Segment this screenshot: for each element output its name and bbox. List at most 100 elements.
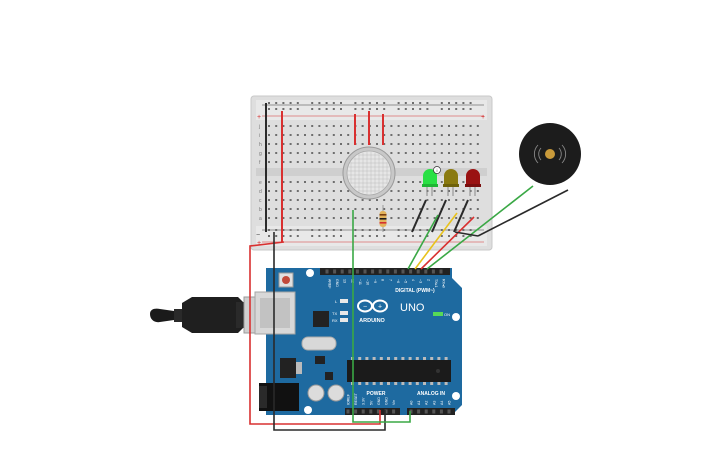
breadboard-hole (361, 143, 364, 145)
wire-buzzer-ground[interactable] (477, 189, 569, 237)
gas-sensor-mesh-pattern (348, 152, 390, 194)
header-socket[interactable] (417, 409, 421, 414)
rail-hole (462, 235, 465, 237)
breadboard-hole (311, 152, 314, 154)
header-socket[interactable] (416, 269, 420, 274)
rail-hole (448, 235, 450, 237)
header-socket[interactable] (431, 269, 435, 274)
chip-pin (430, 357, 434, 360)
wire-led-yellow[interactable] (414, 212, 458, 270)
breadboard-hole (397, 199, 400, 201)
header-socket[interactable] (401, 269, 405, 274)
header-socket[interactable] (439, 409, 443, 414)
wire-5v[interactable] (249, 241, 381, 425)
wire-led-green[interactable] (407, 214, 439, 270)
led-green[interactable]: i (422, 166, 441, 197)
breadboard-hole (289, 208, 292, 210)
breadboard-hole (282, 190, 285, 192)
wire-ground-bus[interactable] (454, 231, 479, 237)
led-red-base (465, 184, 481, 187)
rail-hole (440, 108, 443, 110)
header-socket[interactable] (371, 269, 375, 274)
header-socket[interactable] (392, 409, 396, 414)
rail-hole (340, 229, 342, 231)
header-socket[interactable] (376, 409, 380, 414)
rail-hole (455, 108, 458, 110)
gas-sensor[interactable] (342, 146, 396, 200)
resistor-band (379, 222, 387, 224)
header-socket[interactable] (361, 409, 365, 414)
wire-led-red[interactable] (420, 216, 475, 270)
resistor-band (379, 218, 387, 220)
analog-pin-label: A3 (432, 401, 436, 405)
resistor[interactable] (379, 205, 387, 232)
breadboard-hole (289, 181, 292, 183)
rail-hole (469, 102, 472, 104)
header-socket[interactable] (348, 269, 352, 274)
breadboard-hole (296, 217, 299, 219)
rail-hole (289, 235, 292, 237)
header-socket[interactable] (409, 409, 413, 414)
led-yellow[interactable] (443, 169, 459, 196)
breadboard-hole (390, 143, 393, 145)
header-socket[interactable] (439, 269, 443, 274)
header-socket[interactable] (378, 269, 382, 274)
header-socket[interactable] (409, 269, 413, 274)
header-socket[interactable] (325, 269, 329, 274)
header-socket[interactable] (432, 409, 436, 414)
breadboard-hole (275, 217, 278, 219)
header-socket[interactable] (346, 409, 350, 414)
breadboard-hole (390, 152, 393, 154)
header-socket[interactable] (424, 269, 428, 274)
info-icon[interactable] (433, 166, 441, 174)
breadboard-hole (289, 199, 292, 201)
breadboard-hole (347, 199, 350, 201)
wire-gnd[interactable] (273, 232, 386, 431)
led-red[interactable] (465, 169, 481, 196)
breadboard-hole (275, 190, 278, 192)
header-socket[interactable] (355, 269, 359, 274)
usb-interface-chip (313, 311, 329, 327)
led-ground-wire[interactable] (411, 199, 427, 233)
piezo-buzzer[interactable] (519, 123, 581, 185)
header-socket[interactable] (424, 409, 428, 414)
wire-buzzer-signal[interactable] (426, 185, 534, 270)
usb-cable[interactable] (150, 296, 275, 334)
header-socket[interactable] (384, 409, 388, 414)
wire-sensor-a0[interactable] (352, 210, 411, 423)
wires[interactable] (249, 185, 569, 431)
led-ground-wire[interactable] (453, 199, 469, 233)
header-socket[interactable] (333, 269, 337, 274)
rail-hole (268, 102, 270, 104)
header-socket[interactable] (363, 269, 367, 274)
header-socket[interactable] (393, 269, 397, 274)
breadboard-hole (476, 161, 479, 163)
arduino-logo: − + (357, 299, 388, 313)
breadboard-hole (268, 208, 270, 210)
breadboard-hole (289, 152, 292, 154)
breadboard-hole (412, 208, 414, 210)
breadboard-hole (289, 217, 292, 219)
rail-hole (354, 229, 357, 231)
bottom-header-sockets (346, 409, 451, 414)
breadboard-hole (462, 143, 465, 145)
rail-hole (455, 235, 458, 237)
breadboard-hole (397, 125, 400, 127)
breadboard-hole (304, 152, 306, 154)
digital-pin-label: 7 (388, 279, 392, 281)
breadboard-jumpers[interactable] (265, 103, 469, 242)
chip-pin (379, 382, 383, 385)
rail-hole (376, 229, 378, 231)
header-socket[interactable] (447, 409, 451, 414)
header-socket[interactable] (369, 409, 373, 414)
header-socket[interactable] (340, 269, 344, 274)
led-ground-wire[interactable] (431, 199, 447, 233)
header-socket[interactable] (354, 409, 358, 414)
breadboard-hole (455, 161, 458, 163)
on-led-label: ON (444, 312, 450, 317)
breadboard-hole (354, 208, 357, 210)
breadboard-hole (332, 125, 335, 127)
header-socket[interactable] (386, 269, 390, 274)
